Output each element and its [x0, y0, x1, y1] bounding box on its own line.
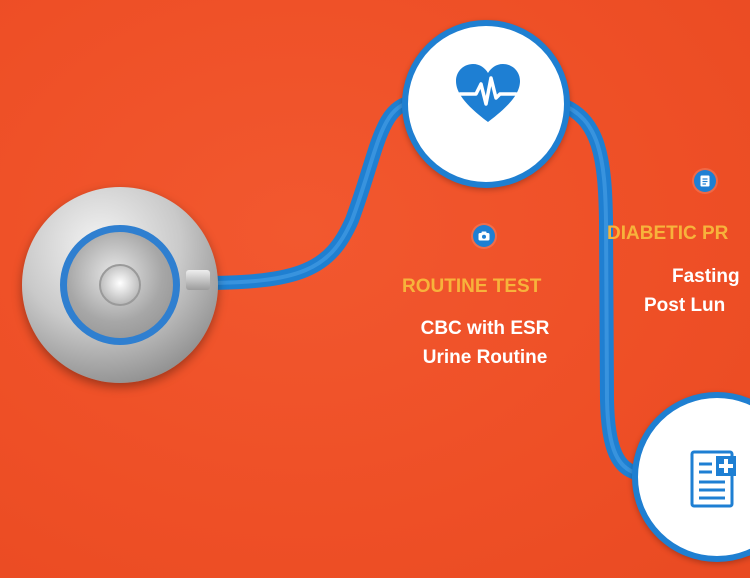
heartbeat-node: [402, 20, 570, 188]
clipboard-icon: [694, 170, 716, 192]
medical-report-icon: [690, 450, 736, 508]
routine-test-line: Urine Routine: [422, 347, 548, 368]
diabetic-profile-line: Fasting: [672, 266, 740, 287]
stethoscope-chestpiece-icon: [22, 187, 218, 383]
routine-test-title: ROUTINE TEST: [402, 276, 542, 297]
chestpiece-diaphragm: [60, 225, 180, 345]
chestpiece-center: [99, 264, 141, 306]
diabetic-profile-title: DIABETIC PR: [607, 223, 729, 244]
routine-test-details: CBC with ESR Urine Routine: [396, 314, 574, 372]
camera-icon: [473, 225, 495, 247]
heartbeat-icon: [456, 64, 520, 122]
diabetic-profile-details: Fasting Post Lun: [644, 262, 750, 320]
chestpiece-stem: [186, 270, 210, 290]
routine-test-line: CBC with ESR: [420, 318, 550, 339]
diabetic-profile-line: Post Lun: [644, 295, 726, 316]
